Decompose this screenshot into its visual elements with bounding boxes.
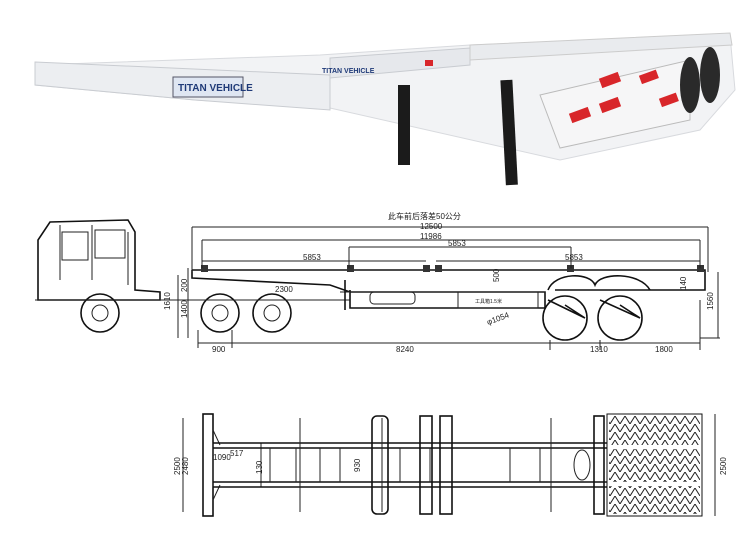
tractor-front-wheel [80, 293, 120, 333]
dim-11986: 11986 [420, 232, 442, 241]
dim-1800: 1800 [655, 345, 673, 354]
dim-5853-right: 5853 [565, 253, 583, 262]
brand-label-large: TITAN VEHICLE [178, 83, 253, 94]
dim-1560: 1560 [706, 292, 715, 310]
tractor-rear-wheel-1 [200, 293, 240, 333]
tractor-rear-wheel-2 [252, 293, 292, 333]
dim-130: 130 [255, 460, 264, 474]
dim-200: 200 [180, 278, 189, 292]
dim-140: 140 [679, 276, 688, 290]
toolbox-label: 工具箱1.5米 [475, 298, 502, 305]
side-note: 此车前后落差50公分 [388, 211, 461, 221]
side-view-drawing: 工具箱1.5米 此车前后落差50公分 12500 11986 5853 5853… [35, 211, 720, 354]
trailer-wheel-2 [597, 295, 643, 341]
dim-2300: 2300 [275, 285, 293, 294]
dim-1090: 1090 [213, 453, 231, 462]
dim-1310: 1310 [590, 345, 608, 354]
trailer-photo: TITAN VEHICLE TITAN VEHICLE [34, 32, 736, 186]
floor-plate-1 [609, 416, 700, 445]
dim-front-inner: 2480 [181, 457, 190, 475]
dim-5853-left: 5853 [303, 253, 321, 262]
dim-5853-mid: 5853 [448, 239, 466, 248]
dim-12500: 12500 [420, 222, 443, 231]
dim-8240: 8240 [396, 345, 414, 354]
plan-view-drawing: 2500 2480 1090 517 130 930 2500 [173, 413, 728, 517]
floor-plate-3 [609, 486, 700, 514]
dim-517: 517 [230, 449, 244, 458]
dim-front-width: 2500 [173, 457, 182, 475]
dim-rear-width: 2500 [719, 457, 728, 475]
floor-plate-2 [609, 449, 700, 482]
dim-1400: 1400 [180, 300, 189, 318]
trailer-frame [191, 269, 706, 309]
dim-500: 500 [492, 268, 501, 282]
axle-1-plan [371, 415, 389, 515]
dim-930: 930 [353, 458, 362, 472]
dim-tyre-diameter: φ1054 [486, 310, 511, 327]
dim-1610: 1610 [163, 292, 172, 310]
brand-label-small: TITAN VEHICLE [322, 68, 375, 75]
tractor-cab [37, 219, 161, 301]
trailer-wheel-1 [542, 295, 588, 341]
dim-900: 900 [212, 345, 226, 354]
